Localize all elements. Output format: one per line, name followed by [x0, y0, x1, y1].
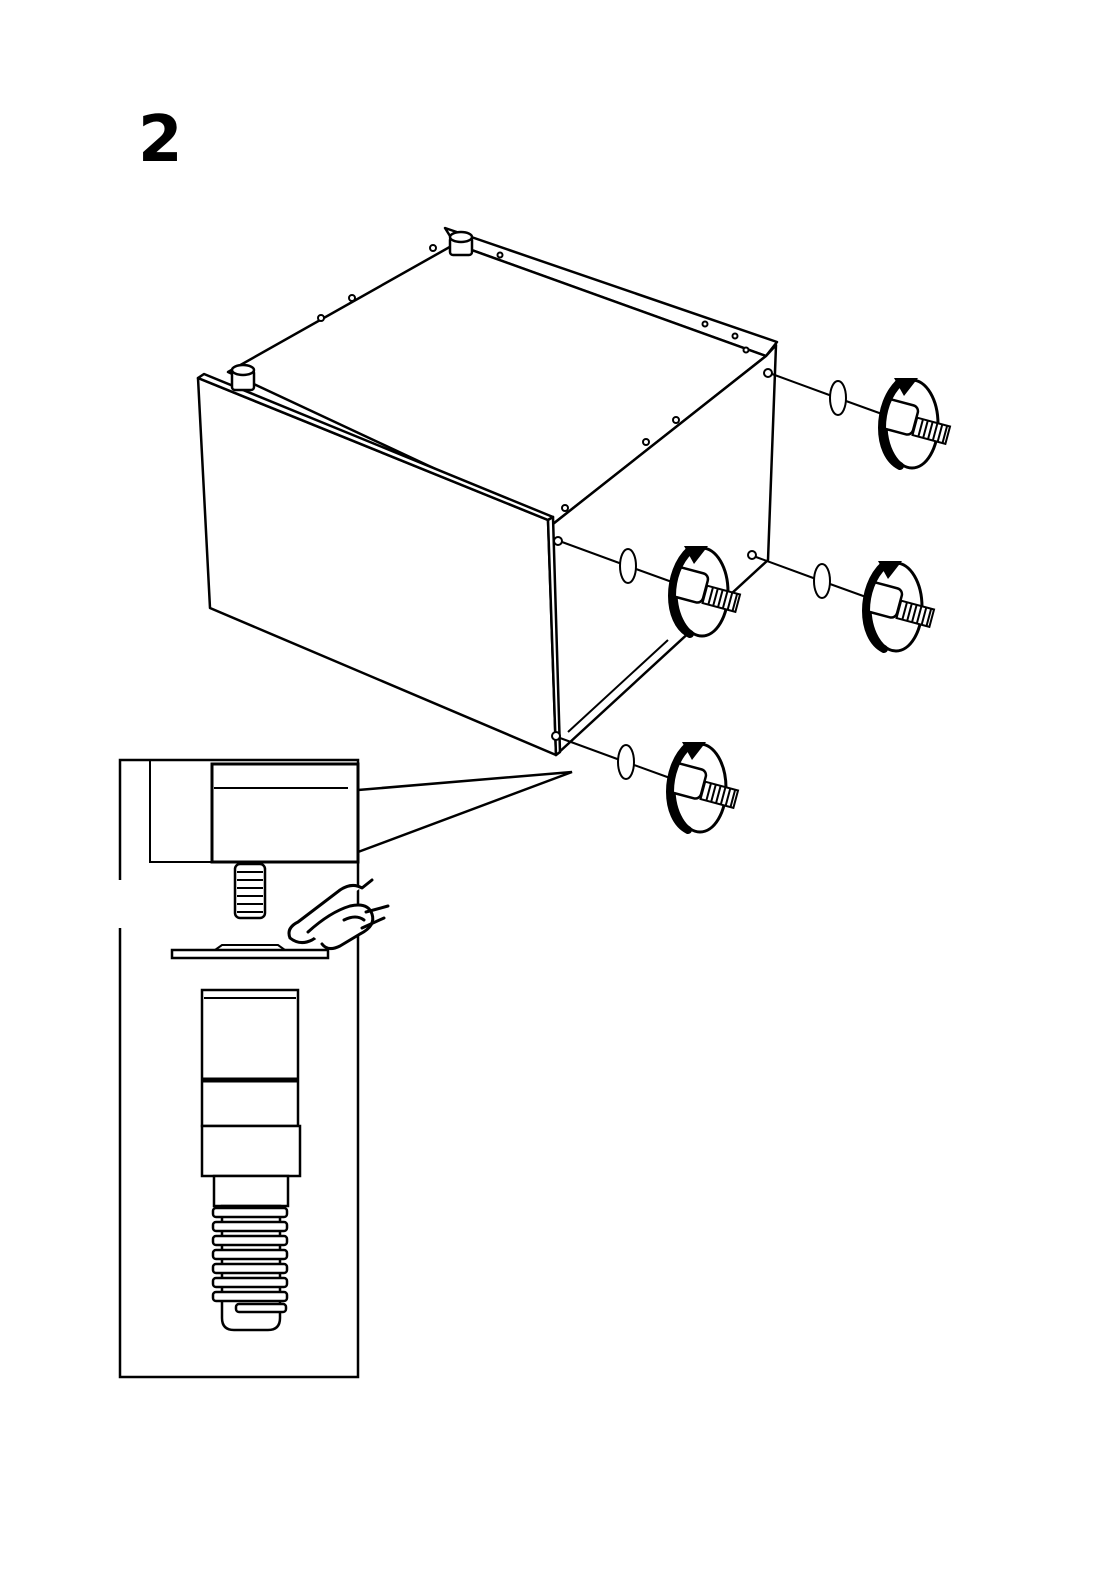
leg-thread — [213, 1208, 287, 1312]
adjustable-leg-bottom — [560, 738, 738, 832]
detail-inset — [120, 760, 572, 1377]
adjustable-leg-back-right — [772, 374, 950, 468]
adjustable-leg-front-right — [756, 557, 934, 651]
cabinet-box — [198, 228, 777, 755]
pointing-hand-icon — [289, 880, 388, 949]
washer — [172, 945, 328, 958]
threaded-stud — [235, 864, 265, 918]
